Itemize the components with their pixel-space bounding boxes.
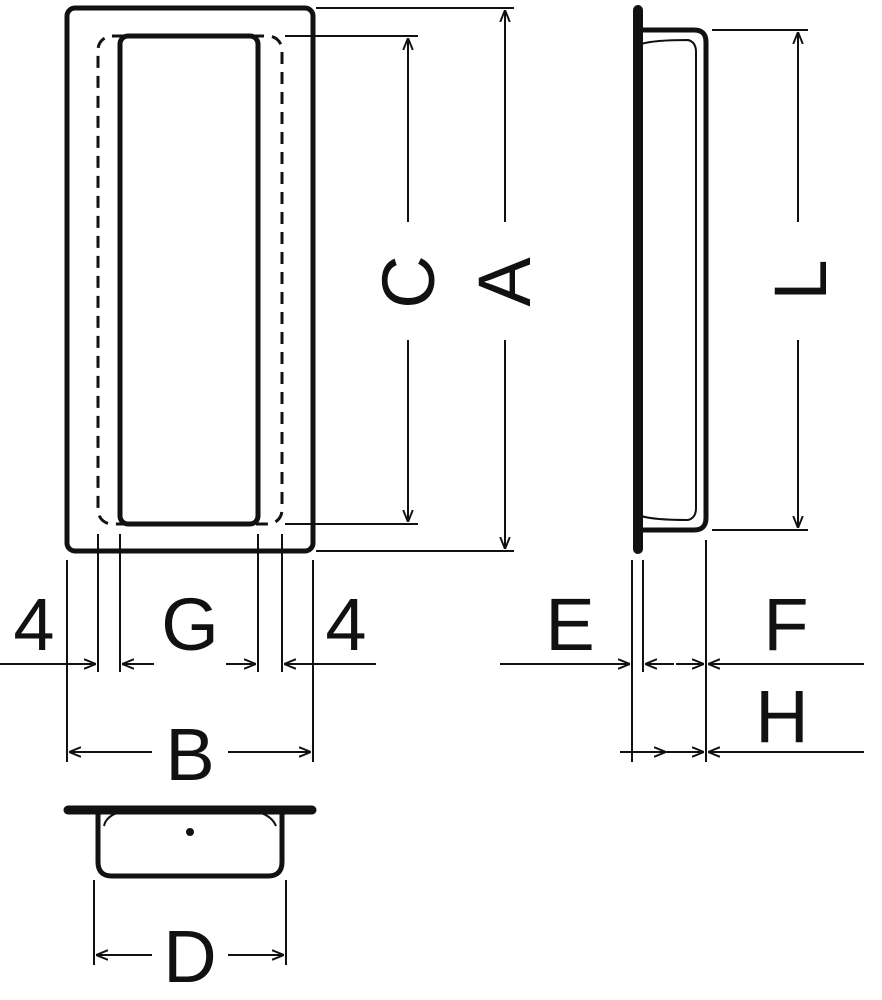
label-b: B — [165, 713, 214, 796]
label-c: C — [367, 255, 450, 308]
label-f: F — [763, 583, 808, 666]
side-cup-outer — [640, 27, 709, 533]
label-d: D — [163, 915, 216, 998]
dimension-b: B — [69, 713, 311, 796]
bottom-section-view — [63, 805, 317, 879]
dimension-g-row: 4 G 4 — [0, 534, 376, 762]
dimension-d: D — [93, 880, 287, 998]
center-point — [186, 828, 194, 836]
label-margin-right: 4 — [325, 583, 366, 666]
label-h: H — [755, 675, 808, 758]
section-cup — [95, 812, 285, 879]
label-l: L — [759, 259, 842, 300]
label-e: E — [545, 583, 594, 666]
outer-flange-outline — [64, 5, 316, 554]
label-margin-left: 4 — [13, 583, 54, 666]
front-view — [64, 5, 316, 554]
label-g: G — [161, 583, 219, 666]
side-view — [633, 5, 709, 554]
dimension-a: A — [316, 7, 546, 552]
dimension-c: C — [285, 35, 450, 525]
hidden-cup-outline — [96, 34, 284, 526]
dimension-l: L — [712, 29, 842, 531]
side-cup-inner — [640, 38, 697, 522]
label-a: A — [463, 257, 546, 307]
inner-recess-outline — [117, 33, 261, 527]
dimension-e-f-h: E F H — [500, 540, 864, 762]
